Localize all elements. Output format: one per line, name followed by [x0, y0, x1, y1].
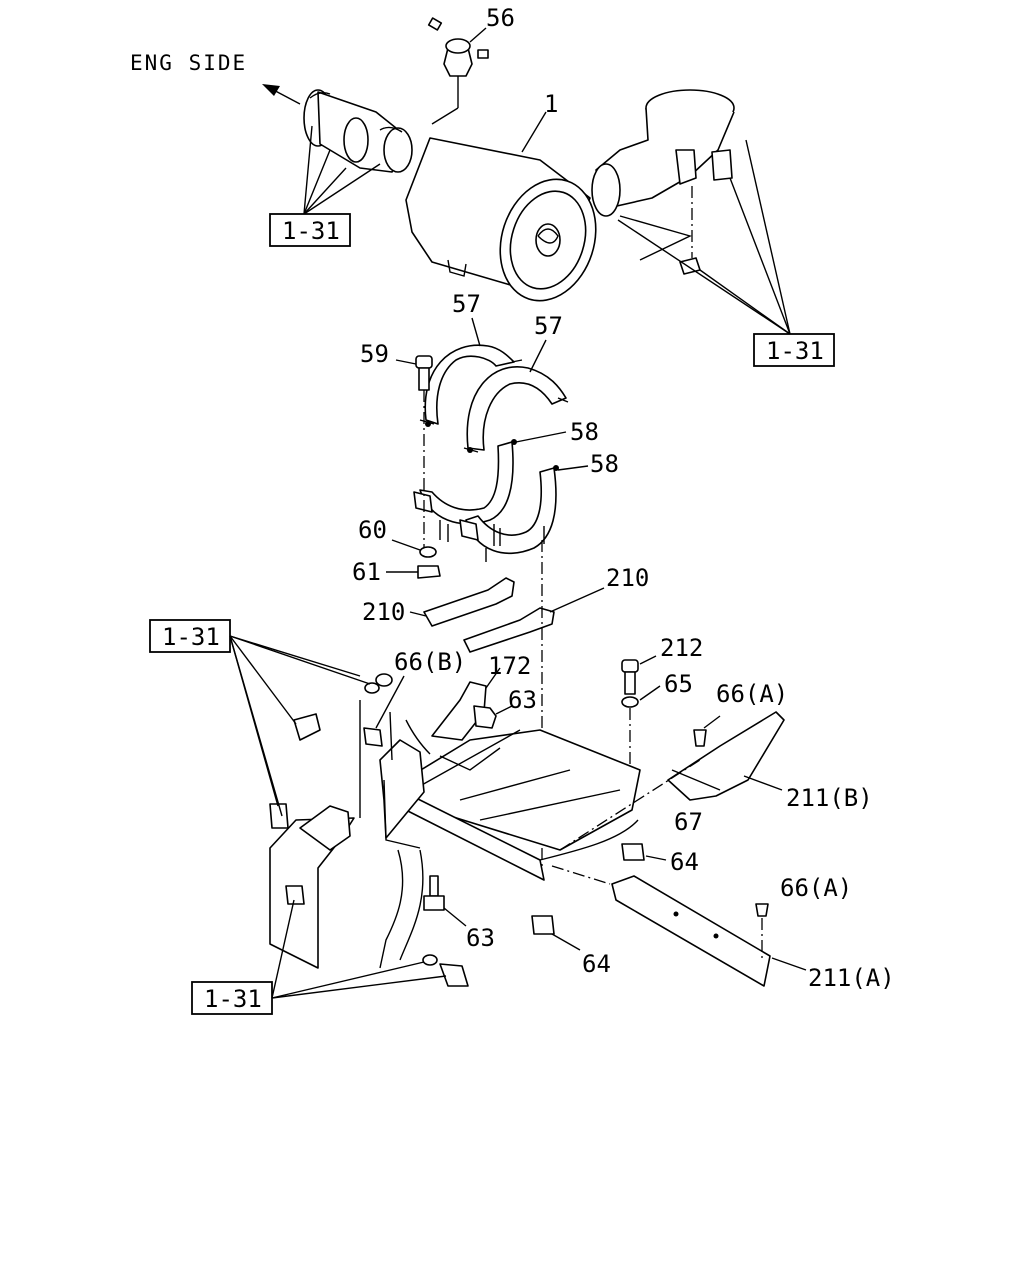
reference-box-top-right: 1-31: [617, 139, 835, 367]
callout-64: 64: [582, 950, 611, 978]
outlet-elbow: [591, 89, 735, 275]
right-nut: [621, 843, 667, 861]
reference-box-bottom-left: 1-31: [191, 899, 447, 1015]
reference-1-31: 1-31: [162, 623, 220, 651]
callout-58: 58: [590, 450, 619, 478]
callout-212: 212: [660, 634, 703, 662]
callout-211b: 211(B): [786, 784, 873, 812]
callout-211a: 211(A): [808, 964, 895, 992]
direction-label: ENG SIDE: [130, 51, 247, 75]
callout-210: 210: [606, 564, 649, 592]
support-frame: [379, 719, 641, 881]
air-cleaner: [405, 111, 597, 302]
callout-57: 57: [534, 312, 563, 340]
vacuum-indicator: [427, 17, 489, 125]
callout-63: 63: [466, 924, 495, 952]
callout-57: 57: [452, 290, 481, 318]
intake-hose: [303, 89, 413, 173]
callout-58: 58: [570, 418, 599, 446]
cover-plate-a: [551, 865, 807, 987]
callout-66a: 66(A): [716, 680, 788, 708]
callout-67: 67: [674, 808, 703, 836]
left-stand: [269, 673, 469, 987]
lower-bands: [413, 439, 559, 562]
cover-plate-b: [559, 711, 785, 851]
reference-box-mid-left: 1-31: [149, 619, 371, 817]
reference-1-31: 1-31: [204, 985, 262, 1013]
callout-210: 210: [362, 598, 405, 626]
callout-59: 59: [360, 340, 389, 368]
callout-65: 65: [664, 670, 693, 698]
callout-61: 61: [352, 558, 381, 586]
brackets-210: [409, 540, 605, 870]
mounting-bracket: [431, 667, 513, 741]
reference-1-31: 1-31: [766, 337, 824, 365]
callout-1: 1: [544, 90, 558, 118]
callout-63: 63: [508, 686, 537, 714]
callout-labels: 56 1 57 57 59 58 58 60 61 210 210 66(B) …: [352, 4, 895, 992]
reference-box-top-left: 1-31: [269, 125, 381, 247]
callout-56: 56: [486, 4, 515, 32]
engine-side-arrow: ENG SIDE: [130, 51, 301, 105]
upper-bands: [419, 344, 569, 453]
washer-and-nut: [386, 539, 441, 579]
bolt-59: [395, 355, 433, 548]
callout-64: 64: [670, 848, 699, 876]
lower-bolt-and-nut: [423, 875, 581, 951]
callout-60: 60: [358, 516, 387, 544]
reference-1-31: 1-31: [282, 217, 340, 245]
callout-66b: 66(B): [394, 648, 466, 676]
callout-66a: 66(A): [780, 874, 852, 902]
callout-172: 172: [488, 652, 531, 680]
leader-lines: [471, 317, 589, 471]
